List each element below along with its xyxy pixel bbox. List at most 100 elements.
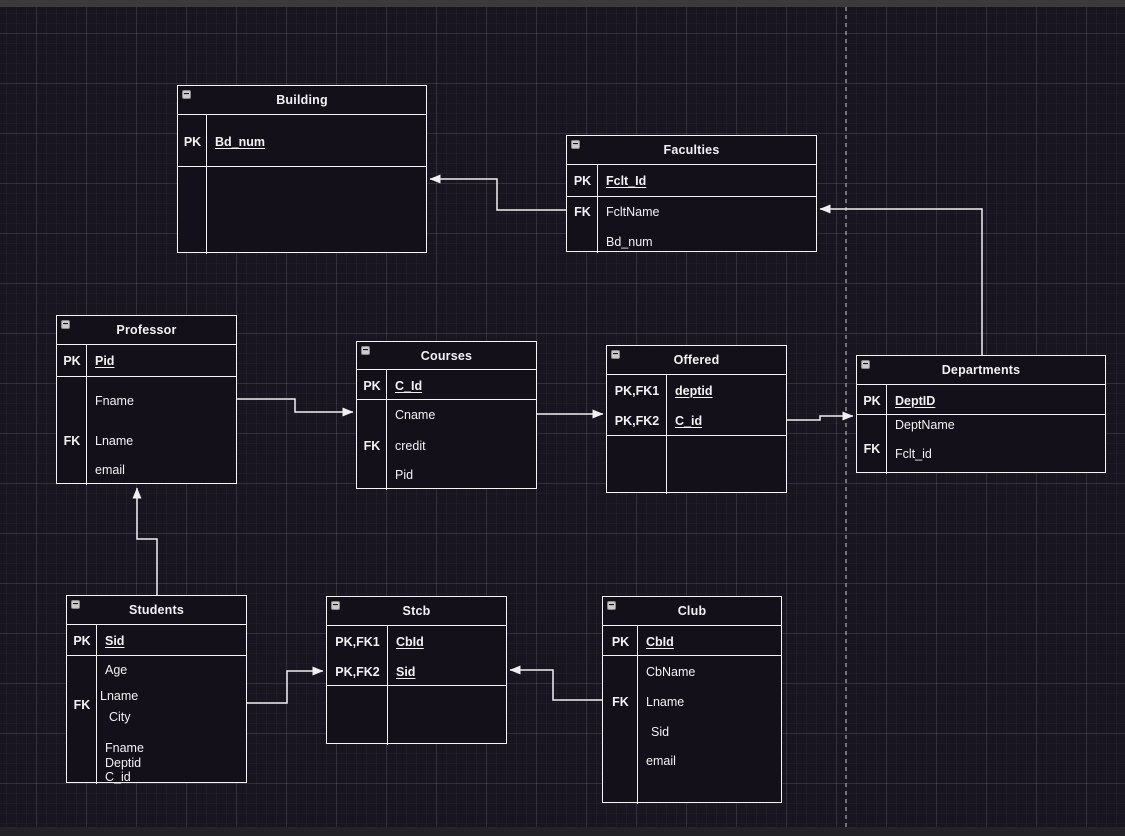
key-column-divider [67, 625, 97, 655]
field-fname[interactable]: Fname [105, 741, 144, 755]
field-lname[interactable]: Lname [100, 689, 139, 703]
field-lname[interactable]: Lname [646, 695, 685, 709]
collapse-icon[interactable]: − [71, 599, 80, 610]
field-cname[interactable]: Cname [395, 408, 436, 422]
key-column-divider [327, 686, 388, 745]
field-sid[interactable]: Sid [396, 665, 416, 679]
field-email[interactable]: email [95, 463, 125, 477]
entity-header: − Offered [607, 346, 786, 374]
window-top-bar [0, 0, 1125, 7]
collapse-icon[interactable]: − [571, 139, 580, 150]
collapse-icon[interactable]: − [361, 345, 370, 356]
field-bd_num[interactable]: Bd_num [215, 135, 265, 149]
field-lname[interactable]: Lname [95, 434, 134, 448]
key-label: PK [863, 394, 881, 408]
field-sid[interactable]: Sid [651, 725, 670, 739]
key-label: PK,FK2 [614, 414, 660, 428]
field-cbname[interactable]: CbName [646, 665, 696, 679]
field-c_id[interactable]: C_id [105, 770, 131, 784]
key-column-divider [603, 656, 638, 804]
key-label: PK,FK1 [335, 635, 380, 649]
key-column-divider [178, 115, 207, 166]
field-pid[interactable]: Pid [95, 354, 115, 368]
entity-title: Faculties [663, 143, 720, 157]
key-label: PK [573, 174, 592, 188]
entity-header: − Departments [857, 356, 1105, 384]
entity-section [327, 685, 506, 745]
key-label: PK [63, 354, 81, 368]
field-cbid[interactable]: CbId [396, 635, 424, 649]
field-deptid[interactable]: Deptid [105, 756, 142, 770]
key-column-divider [57, 377, 87, 485]
field-deptname[interactable]: DeptName [895, 418, 955, 432]
field-cbid[interactable]: CbId [646, 635, 674, 649]
collapse-icon[interactable]: − [607, 600, 616, 611]
collapse-icon[interactable]: − [331, 600, 340, 611]
field-deptid[interactable]: deptid [675, 384, 713, 398]
field-age[interactable]: Age [105, 663, 128, 677]
key-column-divider [607, 436, 667, 494]
field-sid[interactable]: Sid [105, 634, 125, 648]
key-label: FK [363, 439, 381, 453]
key-label: FK [63, 434, 81, 448]
key-column-divider [607, 375, 667, 435]
collapse-icon[interactable]: − [611, 349, 620, 360]
key-column-divider [857, 385, 887, 414]
field-email[interactable]: email [646, 754, 676, 768]
key-column-divider [327, 626, 388, 685]
field-city[interactable]: City [109, 710, 131, 724]
window-bottom-bar [0, 827, 1125, 836]
entity-title: Building [276, 93, 328, 107]
entity-title: Offered [673, 353, 720, 367]
field-bd_num[interactable]: Bd_num [606, 235, 653, 249]
entity-header: − Students [67, 596, 246, 624]
entity-section: PK Fclt_Id [567, 164, 816, 196]
collapse-icon[interactable]: − [861, 359, 870, 370]
key-label: PK [363, 379, 381, 393]
key-column-divider [357, 370, 387, 399]
entity-title: Courses [420, 348, 473, 363]
field-deptid[interactable]: DeptID [895, 394, 936, 408]
field-c_id[interactable]: C_Id [395, 379, 423, 393]
key-column-divider [357, 400, 387, 490]
collapse-icon[interactable]: − [61, 319, 70, 330]
key-label: PK,FK1 [614, 384, 660, 398]
collapse-icon[interactable]: − [182, 89, 191, 100]
key-label: FK [574, 205, 591, 219]
entity-title: Departments [941, 363, 1021, 377]
key-column-divider [57, 345, 87, 376]
field-c_id[interactable]: C_id [675, 414, 703, 428]
key-column-divider [603, 626, 638, 655]
entity-section [607, 435, 786, 494]
entity-title: Students [128, 603, 185, 617]
field-fclt_id[interactable]: Fclt_id [895, 447, 932, 461]
field-credit[interactable]: credit [395, 439, 426, 453]
field-fname[interactable]: Fname [95, 394, 134, 408]
key-label: FK [612, 695, 629, 709]
field-fclt_id[interactable]: Fclt_Id [606, 174, 647, 188]
field-fcltname[interactable]: FcltName [606, 205, 660, 219]
field-pid[interactable]: Pid [395, 468, 414, 482]
entity-title: Stcb [402, 604, 431, 618]
